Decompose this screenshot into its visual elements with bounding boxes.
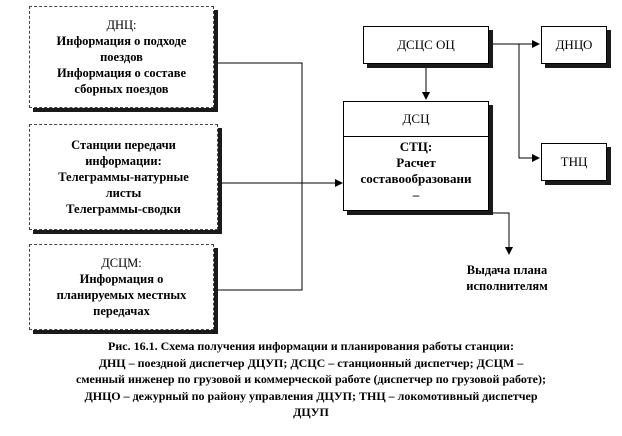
connector-dnc [214,62,303,183]
caption-line-1: Рис. 16.1. Схема получения информации и … [108,339,514,353]
box-stations-line-5: Телеграммы-сводки [66,202,181,216]
box-dsc: ДСЦ СТЦ: Расчет составообразовани – [343,101,489,211]
caption-line-3: сменный инженер по грузовой и коммерческ… [76,372,546,386]
output-label-line-2: исполнителям [466,279,548,293]
box-stc: СТЦ: Расчет составообразовани – [360,139,471,203]
box-dnc: ДНЦ: Информация о подходе поездов Информ… [29,6,214,108]
connector-output [489,212,513,255]
box-stc-line-2: Расчет [396,155,436,170]
box-dscm: ДСЦМ: Информация о планируемых местных п… [29,244,214,330]
box-dscs-oc: ДСЦС ОЦ [363,26,489,64]
box-tnc: ТНЦ [541,143,607,181]
box-stations-line-3: Телеграммы-натурные [58,170,189,184]
box-stations-line-1: Станции передачи [71,138,176,152]
output-label: Выдача плана исполнителям [432,262,582,294]
box-dsc-divider [344,136,488,137]
output-label-line-1: Выдача плана [466,263,548,277]
box-stations-line-4: листы [105,186,142,200]
box-dnc-line-3: поездов [100,50,143,64]
connector-to-tnc [518,44,540,162]
box-stations-line-2: информации: [85,154,162,168]
box-stc-line-1: СТЦ: [399,139,433,154]
box-tnc-label: ТНЦ [560,154,588,169]
box-dscm-line-3: планируемых местных [56,288,187,302]
box-dscm-line-2: Информация о [79,272,164,286]
box-dnc-line-2: Информация о подходе [56,34,187,48]
caption-line-5: ДЦУП [293,405,329,419]
box-dnco: ДНЦО [541,26,607,64]
caption-line-2: ДНЦ – поездной диспетчер ДЦУП; ДСЦС – ст… [98,355,524,370]
box-dnco-label: ДНЦО [555,37,593,52]
box-dnc-line-4: Информация о составе [56,66,187,80]
box-dnc-line-1: ДНЦ: [106,18,137,32]
box-dnc-line-5: сборных поездов [74,82,169,96]
box-stations: Станции передачи информации: Телеграммы-… [29,124,218,230]
box-dscs-oc-label: ДСЦС ОЦ [397,37,455,52]
box-stc-line-3: составообразовани [360,171,472,186]
connector-dscm [214,183,303,291]
box-stc-line-4: – [412,187,420,202]
caption-line-4: ДНЦО – дежурный по району управления ДЦУ… [84,388,538,403]
box-dscm-line-4: передачах [93,304,150,318]
box-dscm-line-1: ДСЦМ: [101,256,142,270]
figure-caption: Рис. 16.1. Схема получения информации и … [4,338,618,421]
box-dsc-label: ДСЦ [402,111,430,126]
